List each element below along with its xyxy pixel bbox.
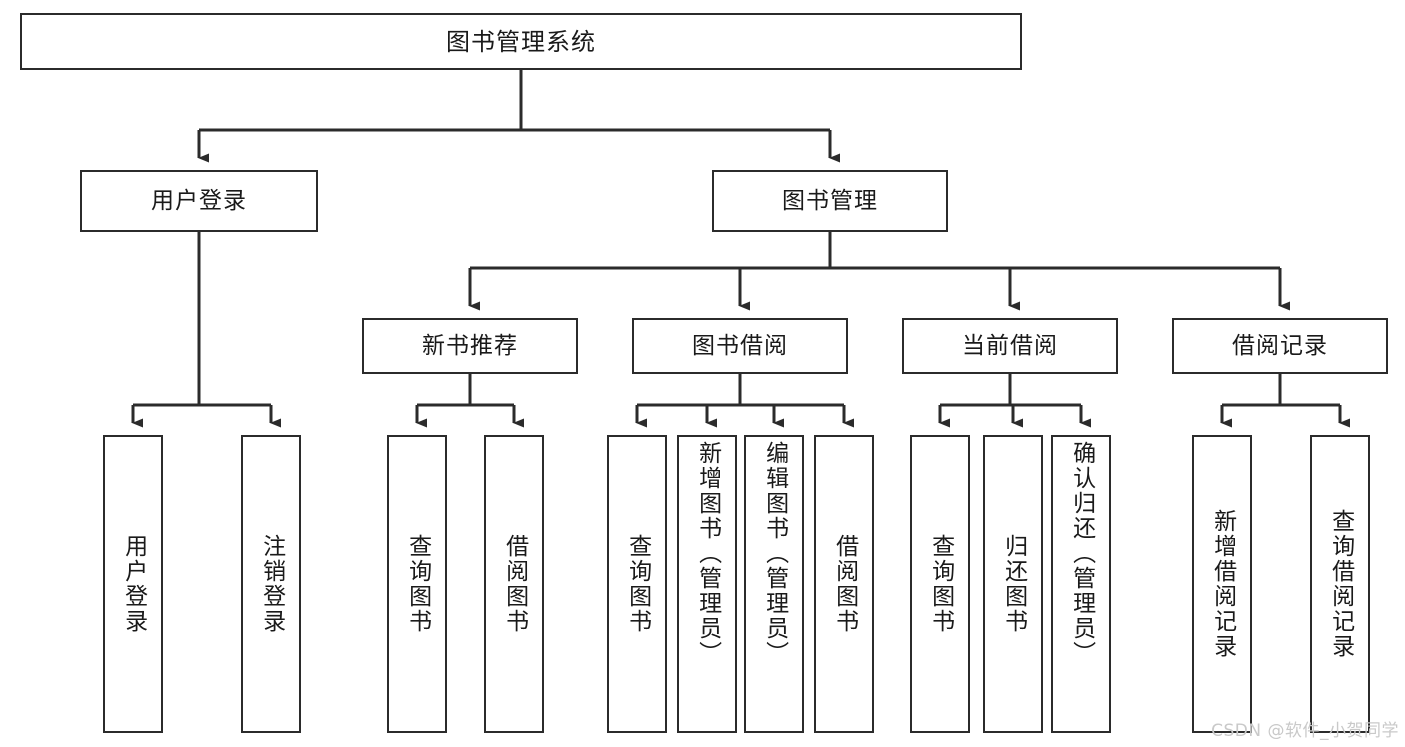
node-label: 用户登录 bbox=[120, 534, 147, 634]
node-label: 新增图书（管理员） bbox=[694, 441, 721, 666]
leaf-query-book-current[interactable]: 查询图书 bbox=[910, 435, 970, 733]
node-new-book-recommend[interactable]: 新书推荐 bbox=[362, 318, 578, 374]
node-book-management[interactable]: 图书管理 bbox=[712, 170, 948, 232]
node-label: 归还图书 bbox=[1000, 534, 1027, 634]
node-label: 新书推荐 bbox=[422, 332, 518, 359]
node-label: 借阅图书 bbox=[501, 534, 528, 634]
leaf-borrow-book-recommend[interactable]: 借阅图书 bbox=[484, 435, 544, 733]
leaf-add-borrow-record[interactable]: 新增借阅记录 bbox=[1192, 435, 1252, 733]
node-root-system[interactable]: 图书管理系统 bbox=[20, 13, 1022, 70]
node-user-login[interactable]: 用户登录 bbox=[80, 170, 318, 232]
leaf-query-book-recommend[interactable]: 查询图书 bbox=[387, 435, 447, 733]
node-label: 查询图书 bbox=[927, 534, 954, 634]
leaf-add-book-admin[interactable]: 新增图书（管理员） bbox=[677, 435, 737, 733]
node-label: 注销登录 bbox=[258, 534, 285, 634]
node-label: 确认归还（管理员） bbox=[1068, 441, 1095, 666]
node-label: 图书管理系统 bbox=[446, 27, 596, 56]
node-label: 当前借阅 bbox=[962, 332, 1058, 359]
leaf-return-book[interactable]: 归还图书 bbox=[983, 435, 1043, 733]
leaf-query-book-borrow[interactable]: 查询图书 bbox=[607, 435, 667, 733]
node-label: 图书借阅 bbox=[692, 332, 788, 359]
leaf-user-login[interactable]: 用户登录 bbox=[103, 435, 163, 733]
node-borrow-record[interactable]: 借阅记录 bbox=[1172, 318, 1388, 374]
leaf-borrow-book[interactable]: 借阅图书 bbox=[814, 435, 874, 733]
node-label: 借阅记录 bbox=[1232, 332, 1328, 359]
node-book-borrow[interactable]: 图书借阅 bbox=[632, 318, 848, 374]
node-label: 新增借阅记录 bbox=[1209, 509, 1236, 659]
node-label: 编辑图书（管理员） bbox=[761, 441, 788, 666]
leaf-edit-book-admin[interactable]: 编辑图书（管理员） bbox=[744, 435, 804, 733]
leaf-user-logout[interactable]: 注销登录 bbox=[241, 435, 301, 733]
leaf-query-borrow-record[interactable]: 查询借阅记录 bbox=[1310, 435, 1370, 733]
node-label: 查询图书 bbox=[404, 534, 431, 634]
node-label: 用户登录 bbox=[151, 187, 247, 214]
leaf-confirm-return-admin[interactable]: 确认归还（管理员） bbox=[1051, 435, 1111, 733]
node-label: 图书管理 bbox=[782, 187, 878, 214]
node-label: 查询图书 bbox=[624, 534, 651, 634]
node-label: 查询借阅记录 bbox=[1327, 509, 1354, 659]
node-label: 借阅图书 bbox=[831, 534, 858, 634]
node-current-borrow[interactable]: 当前借阅 bbox=[902, 318, 1118, 374]
